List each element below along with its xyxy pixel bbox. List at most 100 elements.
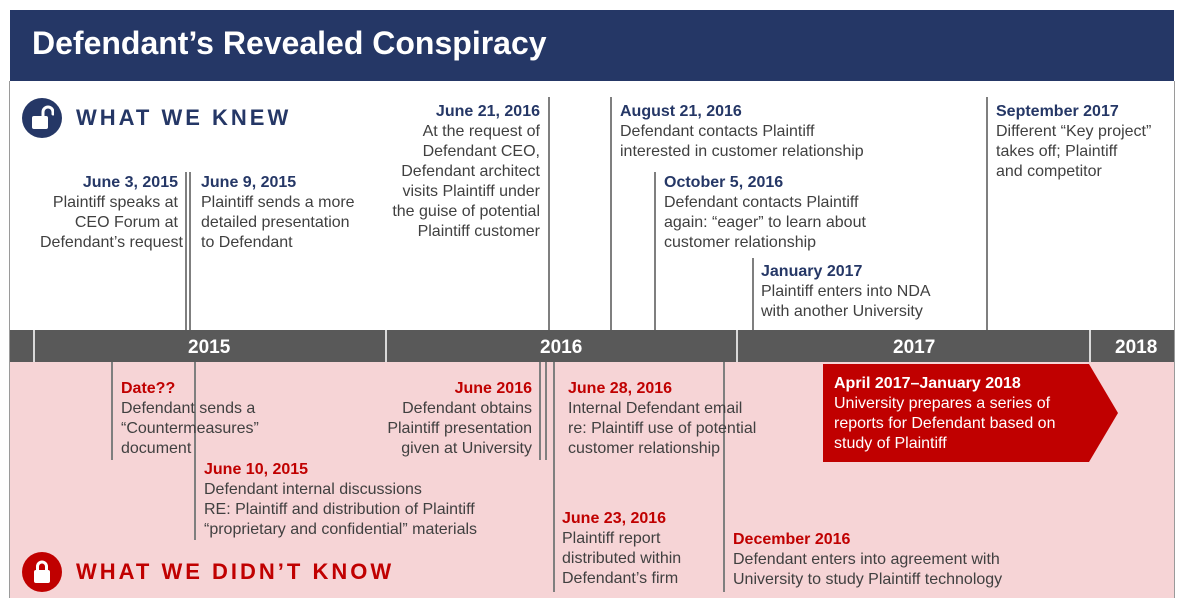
event-date: June 3, 2015 — [82, 174, 178, 191]
connector-line — [189, 172, 191, 330]
title-bar: Defendant’s Revealed Conspiracy — [10, 10, 1174, 81]
event-text-line: University to study Plaintiff technology — [733, 571, 1003, 588]
event-text-line: given at University — [401, 440, 532, 457]
event-text-line: Defendant sends a — [121, 400, 256, 417]
event-date: June 9, 2015 — [201, 174, 297, 191]
event-text-line: the guise of potential — [392, 203, 540, 220]
year-label-2016: 2016 — [540, 337, 583, 358]
event-text-line: Plaintiff presentation — [387, 420, 532, 437]
event-text-line: Plaintiff enters into NDA — [761, 283, 931, 300]
connector-line — [539, 362, 541, 460]
event-text-line: Different “Key project” — [996, 123, 1152, 140]
event-date: Date?? — [121, 380, 176, 397]
event-text-line: Defendant CEO, — [422, 143, 540, 160]
event-text-line: Defendant contacts Plaintiff — [664, 194, 859, 211]
year-tick — [1089, 330, 1091, 362]
year-tick — [385, 330, 387, 362]
event-text-line: Defendant internal discussions — [204, 481, 422, 498]
year-tick — [736, 330, 738, 362]
frame-left-border — [9, 81, 10, 598]
event-text-line: customer relationship — [664, 234, 817, 251]
callout-text-line: reports for Defendant based on — [834, 415, 1056, 432]
connector-line — [553, 362, 555, 592]
known-event-jun-9-2015: June 9, 2015 Plaintiff sends a more deta… — [201, 173, 355, 253]
event-text-line: detailed presentation — [201, 214, 350, 231]
connector-line — [654, 172, 656, 330]
known-event-aug-21-2016: August 21, 2016 Defendant contacts Plain… — [620, 102, 864, 162]
university-reports-callout: April 2017–January 2018 University prepa… — [823, 364, 1119, 462]
event-date: June 21, 2016 — [435, 103, 540, 120]
connector-line — [723, 362, 725, 592]
event-date: August 21, 2016 — [620, 103, 742, 120]
event-date: September 2017 — [996, 103, 1119, 120]
unknown-event-jun-10-2015: June 10, 2015 Defendant internal discuss… — [204, 460, 477, 540]
event-date: October 5, 2016 — [664, 174, 784, 191]
callout-arrow-shape — [823, 364, 1118, 462]
event-text-line: CEO Forum at — [74, 214, 178, 231]
event-text-line: Internal Defendant email — [568, 400, 743, 417]
event-text-line: RE: Plaintiff and distribution of Plaint… — [204, 501, 475, 518]
year-label-2015: 2015 — [188, 337, 231, 358]
event-text-line: Defendant’s firm — [562, 570, 679, 587]
event-text-line: Plaintiff customer — [417, 223, 540, 240]
unknown-event-date-unknown: Date?? Defendant sends a “Countermeasure… — [121, 379, 259, 459]
known-section-label: WHAT WE KNEW — [76, 105, 292, 130]
connector-line — [752, 258, 754, 330]
event-text-line: and competitor — [996, 163, 1102, 180]
event-text-line: distributed within — [562, 550, 682, 567]
year-tick — [33, 330, 35, 362]
connector-line — [545, 362, 547, 460]
connector-line — [111, 362, 113, 460]
year-axis-band — [10, 330, 1174, 362]
event-date: December 2016 — [733, 531, 851, 548]
connector-line — [610, 97, 612, 330]
event-text-line: again: “eager” to learn about — [664, 214, 866, 231]
event-text-line: Defendant architect — [401, 163, 540, 180]
connector-line — [548, 97, 550, 330]
connector-line — [194, 362, 196, 540]
known-event-jun-21-2016: June 21, 2016 At the request of Defendan… — [370, 102, 540, 242]
known-event-jun-3-2015: June 3, 2015 Plaintiff speaks at CEO For… — [40, 173, 183, 253]
callout-text-line: study of Plaintiff — [834, 435, 947, 452]
unknown-event-jun-28-2016: June 28, 2016 Internal Defendant email r… — [568, 379, 756, 459]
event-date: June 23, 2016 — [562, 510, 667, 527]
known-event-sep-2017: September 2017 Different “Key project” t… — [996, 102, 1151, 182]
unknown-section-heading: WHAT WE DIDN’T KNOW — [22, 552, 394, 592]
event-text-line: document — [121, 440, 192, 457]
unknown-event-jun-2016: June 2016 Defendant obtains Plaintiff pr… — [352, 379, 532, 459]
unlocked-padlock-icon — [22, 98, 62, 138]
event-text-line: “proprietary and confidential” materials — [204, 521, 478, 538]
year-label-2018: 2018 — [1115, 337, 1158, 358]
event-date: June 10, 2015 — [204, 461, 309, 478]
event-text-line: At the request of — [422, 123, 540, 140]
unknown-event-jun-23-2016: June 23, 2016 Plaintiff report distribut… — [562, 509, 681, 589]
event-text-line: visits Plaintiff under — [402, 183, 540, 200]
known-section-heading: WHAT WE KNEW — [22, 98, 291, 138]
event-text-line: Plaintiff sends a more — [201, 194, 355, 211]
event-text-line: Defendant’s request — [40, 234, 183, 251]
event-text-line: with another University — [761, 303, 923, 320]
unknown-event-dec-2016: December 2016 Defendant enters into agre… — [733, 530, 1002, 590]
event-text-line: Plaintiff report — [562, 530, 661, 547]
connector-line — [185, 172, 187, 330]
known-event-oct-5-2016: October 5, 2016 Defendant contacts Plain… — [664, 173, 866, 253]
connector-line — [986, 97, 988, 330]
event-text-line: interested in customer relationship — [620, 143, 864, 160]
callout-date: April 2017–January 2018 — [834, 375, 1021, 392]
event-date: January 2017 — [761, 263, 863, 280]
page-title: Defendant’s Revealed Conspiracy — [32, 25, 547, 61]
event-text-line: Plaintiff speaks at — [52, 194, 178, 211]
event-text-line: re: Plaintiff use of potential — [568, 420, 757, 437]
locked-padlock-icon — [22, 552, 62, 592]
callout-text: April 2017–January 2018 University prepa… — [834, 374, 1055, 454]
event-text-line: Defendant enters into agreement with — [733, 551, 1000, 568]
event-text-line: takes off; Plaintiff — [996, 143, 1118, 160]
known-event-jan-2017: January 2017 Plaintiff enters into NDA w… — [761, 262, 931, 322]
event-date: June 28, 2016 — [568, 380, 673, 397]
event-text-line: “Countermeasures” — [121, 420, 259, 437]
year-label-2017: 2017 — [893, 337, 936, 358]
event-date: June 2016 — [454, 380, 532, 397]
event-text-line: Defendant contacts Plaintiff — [620, 123, 815, 140]
unknown-section-label: WHAT WE DIDN’T KNOW — [76, 559, 395, 584]
callout-text-line: University prepares a series of — [834, 395, 1051, 412]
